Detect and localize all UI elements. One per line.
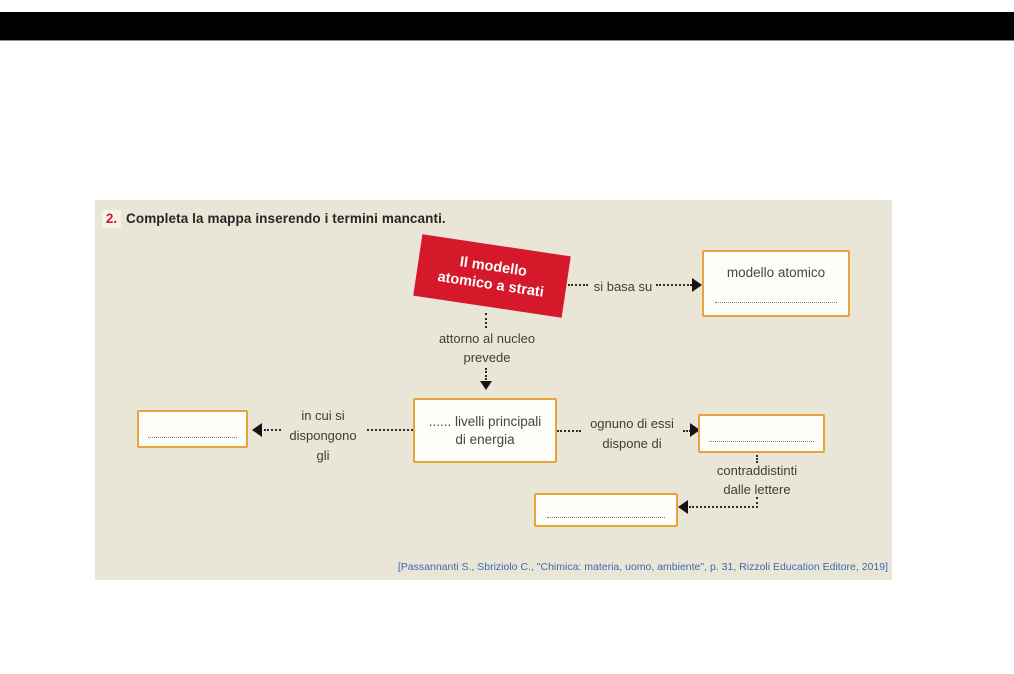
arrowhead-right-icon [690,423,700,437]
edge-label-in-cui: in cui si dispongono gli [282,406,364,466]
edge-label-si-basa-su: si basa su [593,279,653,294]
box-label-livelli: ...... livelli principali di energia [415,400,555,461]
dotted-connector [756,497,758,508]
root-concept-box: Il modello atomico a strati [413,234,571,318]
dotted-connector [557,430,581,432]
arrowhead-down-icon [480,381,492,390]
exercise-number: 2. [102,210,121,228]
arrowhead-right-icon [692,278,702,292]
edge-label-contraddistinti-line1: contraddistinti [716,463,798,478]
exercise-title: Completa la mappa inserendo i termini ma… [126,211,446,226]
edge-label-attorno-line2: prevede [463,350,511,365]
answer-box-bottom[interactable] [534,493,678,527]
edge-label-attorno: attorno al nucleo prevede [407,329,567,367]
box-label-livelli-line2: di energia [455,431,515,447]
dotted-connector [485,368,487,380]
answer-box-modello-atomico[interactable]: modello atomico [702,250,850,317]
dotted-connector [485,313,487,328]
answer-box-livelli[interactable]: ...... livelli principali di energia [413,398,557,463]
edge-label-ognuno-line2: dispone di [602,436,662,451]
edge-label-in-cui-line2: dispongono [289,428,357,443]
edge-label-contraddistinti: contraddistinti dalle lettere [697,461,817,499]
answer-box-left[interactable] [137,410,248,448]
answer-box-right[interactable] [698,414,825,453]
dotted-connector [568,284,588,286]
dotted-connector [756,455,758,463]
answer-blank[interactable] [148,437,237,438]
edge-label-in-cui-line3: gli [316,448,330,463]
dotted-connector [683,430,691,432]
box-label-modello-atomico: modello atomico [726,265,826,280]
dotted-connector [689,506,758,508]
arrowhead-left-icon [252,423,262,437]
box-label-livelli-line1: ...... livelli principali [428,413,542,429]
source-citation: [Passannanti S., Sbriziolo C., "Chimica:… [397,561,888,573]
edge-label-attorno-line1: attorno al nucleo [438,331,536,346]
arrowhead-left-icon [678,500,688,514]
dotted-connector [367,429,413,431]
answer-blank[interactable] [715,302,837,303]
answer-blank[interactable] [547,517,665,518]
edge-label-ognuno-line1: ognuno di essi [590,416,674,431]
edge-label-in-cui-line1: in cui si [301,408,345,423]
top-black-bar [0,12,1014,41]
exercise-panel: 2. Completa la mappa inserendo i termini… [95,200,892,580]
edge-label-contraddistinti-line2: dalle lettere [723,482,791,497]
dotted-connector [656,284,692,286]
dotted-connector [264,429,281,431]
answer-blank[interactable] [709,441,814,442]
edge-label-ognuno: ognuno di essi dispone di [580,414,684,454]
